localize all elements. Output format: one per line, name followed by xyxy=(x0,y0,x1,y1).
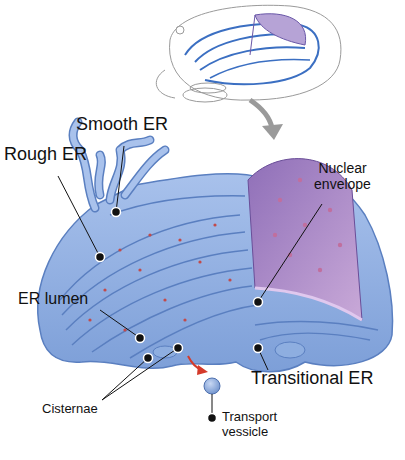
part-label: Cisternae xyxy=(42,402,122,417)
part-label: Rough ER xyxy=(4,144,104,165)
leader-dots xyxy=(96,208,263,423)
part-label: Nuclear envelope xyxy=(300,160,385,192)
part-label: Smooth ER xyxy=(76,114,186,135)
zoom-arrow xyxy=(250,100,283,140)
part-label: Transitional ER xyxy=(251,368,401,389)
part-label: Transport vessicle xyxy=(222,410,292,440)
transport-vesicle-art xyxy=(188,356,220,394)
part-label: ER lumen xyxy=(18,290,108,308)
er-body xyxy=(38,122,393,372)
cell-sketch xyxy=(156,5,341,102)
